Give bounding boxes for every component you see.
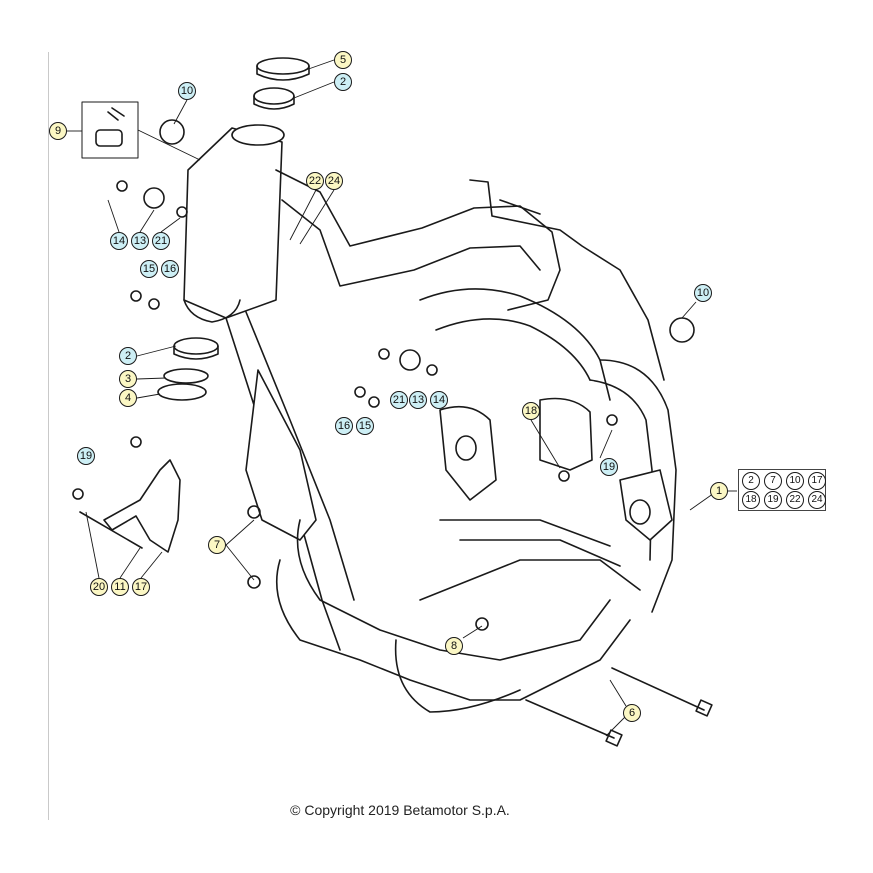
hardware <box>72 119 695 631</box>
callout-13[interactable]: 13 <box>409 391 427 409</box>
callout-19[interactable]: 19 <box>77 447 95 465</box>
callout-number: 13 <box>411 393 425 406</box>
callout-8[interactable]: 8 <box>445 637 463 655</box>
callout-16[interactable]: 16 <box>335 417 353 435</box>
callout-number: 20 <box>92 580 106 593</box>
callout-10[interactable]: 10 <box>178 82 196 100</box>
margin-rule <box>48 52 49 820</box>
kit-item-number: 18 <box>745 494 757 505</box>
callout-number: 3 <box>124 372 132 385</box>
callout-7[interactable]: 7 <box>208 536 226 554</box>
callout-4[interactable]: 4 <box>119 389 137 407</box>
callout-number: 2 <box>339 75 347 88</box>
callout-5[interactable]: 5 <box>334 51 352 69</box>
kit-contents-box: 2 7 10 17 18 19 22 24 <box>738 469 826 511</box>
callout-number: 21 <box>154 234 168 247</box>
callout-number: 19 <box>79 449 93 462</box>
callout-number: 22 <box>308 174 322 187</box>
callout-number: 5 <box>339 53 347 66</box>
kit-item-7[interactable]: 7 <box>764 472 782 490</box>
callout-number: 16 <box>337 419 351 432</box>
main-spar <box>275 169 677 613</box>
callout-24[interactable]: 24 <box>325 172 343 190</box>
kit-item-18[interactable]: 18 <box>742 491 760 509</box>
callout-20[interactable]: 20 <box>90 578 108 596</box>
swingarm-mount <box>439 405 673 541</box>
kit-item-22[interactable]: 22 <box>786 491 804 509</box>
callout-number: 8 <box>450 639 458 652</box>
callout-1[interactable]: 1 <box>710 482 728 500</box>
callout-15[interactable]: 15 <box>356 417 374 435</box>
callout-number: 18 <box>524 404 538 417</box>
callout-number: 10 <box>696 286 710 299</box>
callout-11[interactable]: 11 <box>111 578 129 596</box>
callout-15[interactable]: 15 <box>140 260 158 278</box>
callout-number: 15 <box>142 262 156 275</box>
engine-mount-bracket <box>79 459 181 553</box>
callout-number: 11 <box>114 580 126 593</box>
callout-number: 4 <box>124 391 132 404</box>
kit-item-number: 2 <box>748 475 754 486</box>
callout-14[interactable]: 14 <box>430 391 448 409</box>
kit-item-19[interactable]: 19 <box>764 491 782 509</box>
lower-bearing-parts <box>157 337 219 401</box>
callout-number: 19 <box>602 460 616 473</box>
kit-item-number: 22 <box>789 494 801 505</box>
kit-item-number: 7 <box>770 475 776 486</box>
callout-22[interactable]: 22 <box>306 172 324 190</box>
callout-2[interactable]: 2 <box>119 347 137 365</box>
callout-16[interactable]: 16 <box>161 260 179 278</box>
callout-number: 1 <box>715 484 723 497</box>
callout-21[interactable]: 21 <box>152 232 170 250</box>
callout-number: 13 <box>133 234 147 247</box>
kit-item-17[interactable]: 17 <box>808 472 826 490</box>
callout-19[interactable]: 19 <box>600 458 618 476</box>
callout-3[interactable]: 3 <box>119 370 137 388</box>
callout-17[interactable]: 17 <box>132 578 150 596</box>
callout-number: 9 <box>54 124 62 137</box>
upper-bearing-parts <box>253 57 310 110</box>
kit-item-10[interactable]: 10 <box>786 472 804 490</box>
callout-number: 24 <box>327 174 341 187</box>
shock-bracket <box>539 397 593 471</box>
callout-6[interactable]: 6 <box>623 704 641 722</box>
callout-number: 10 <box>180 84 194 97</box>
callout-number: 2 <box>124 349 132 362</box>
callout-number: 6 <box>628 706 636 719</box>
callout-number: 15 <box>358 419 372 432</box>
callout-9[interactable]: 9 <box>49 122 67 140</box>
callout-number: 21 <box>392 393 406 406</box>
kit-item-number: 10 <box>789 475 801 486</box>
callout-18[interactable]: 18 <box>522 402 540 420</box>
kit-item-2[interactable]: 2 <box>742 472 760 490</box>
callout-21[interactable]: 21 <box>390 391 408 409</box>
kit-item-24[interactable]: 24 <box>808 491 826 509</box>
kit-item-number: 19 <box>767 494 779 505</box>
callout-2[interactable]: 2 <box>334 73 352 91</box>
through-bolts <box>525 667 713 747</box>
kit-item-number: 17 <box>811 475 823 486</box>
callout-14[interactable]: 14 <box>110 232 128 250</box>
callout-13[interactable]: 13 <box>131 232 149 250</box>
steering-head-tube <box>183 124 285 323</box>
callout-10[interactable]: 10 <box>694 284 712 302</box>
callout-number: 17 <box>134 580 148 593</box>
callout-number: 14 <box>432 393 446 406</box>
callout-number: 16 <box>163 262 177 275</box>
kit-item-number: 24 <box>811 494 823 505</box>
callout-number: 7 <box>213 538 221 551</box>
copyright-notice: © Copyright 2019 Betamotor S.p.A. <box>290 802 510 818</box>
callout-number: 14 <box>112 234 126 247</box>
